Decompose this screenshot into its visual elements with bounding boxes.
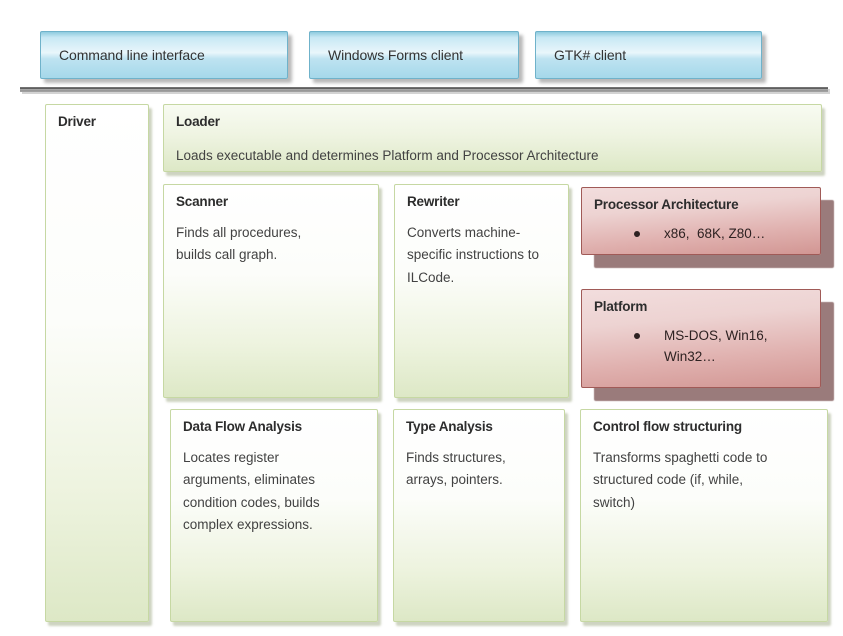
control-flow-structuring-description: Transforms spaghetti code to structured … <box>593 450 768 510</box>
bullet-icon <box>634 231 640 237</box>
type-analysis-title: Type Analysis <box>406 419 493 434</box>
client-box-windows-forms: Windows Forms client <box>309 31 519 79</box>
client-label: Command line interface <box>59 47 205 63</box>
platform-title: Platform <box>594 299 648 314</box>
client-label: GTK# client <box>554 47 627 63</box>
scanner-box: Scanner Finds all procedures, builds cal… <box>163 184 379 398</box>
platform-box: Platform MS-DOS, Win16, Win32… <box>581 289 821 388</box>
processor-architecture-box: Processor Architecture x86, 68K, Z80… <box>581 187 821 255</box>
processor-architecture-title: Processor Architecture <box>594 197 739 212</box>
client-box-gtk-sharp: GTK# client <box>535 31 762 79</box>
control-flow-structuring-title: Control flow structuring <box>593 419 742 434</box>
divider-bar <box>20 87 828 92</box>
client-box-command-line-interface: Command line interface <box>40 31 288 79</box>
loader-box: Loader Loads executable and determines P… <box>163 104 822 172</box>
rewriter-description: Converts machine-specific instructions t… <box>407 225 540 285</box>
driver-title: Driver <box>58 114 96 129</box>
processor-architecture-bullet-text: x86, 68K, Z80… <box>664 226 766 241</box>
rewriter-box: Rewriter Converts machine-specific instr… <box>394 184 569 398</box>
processor-architecture-bullet-item: x86, 68K, Z80… <box>594 224 808 245</box>
type-analysis-description: Finds structures, arrays, pointers. <box>406 450 506 488</box>
rewriter-title: Rewriter <box>407 194 460 209</box>
control-flow-structuring-box: Control flow structuring Transforms spag… <box>580 409 828 622</box>
data-flow-analysis-box: Data Flow Analysis Locates register argu… <box>170 409 378 622</box>
scanner-title: Scanner <box>176 194 228 209</box>
loader-title: Loader <box>176 114 220 129</box>
client-label: Windows Forms client <box>328 47 463 63</box>
scanner-description: Finds all procedures, builds call graph. <box>176 225 302 263</box>
bullet-icon <box>634 333 640 339</box>
loader-description: Loads executable and determines Platform… <box>176 148 599 163</box>
type-analysis-box: Type Analysis Finds structures, arrays, … <box>393 409 565 622</box>
platform-bullet-item: MS-DOS, Win16, Win32… <box>594 326 808 368</box>
data-flow-analysis-description: Locates register arguments, eliminates c… <box>183 450 320 532</box>
driver-box: Driver <box>45 104 149 622</box>
data-flow-analysis-title: Data Flow Analysis <box>183 419 302 434</box>
platform-bullet-text: MS-DOS, Win16, Win32… <box>664 328 772 364</box>
